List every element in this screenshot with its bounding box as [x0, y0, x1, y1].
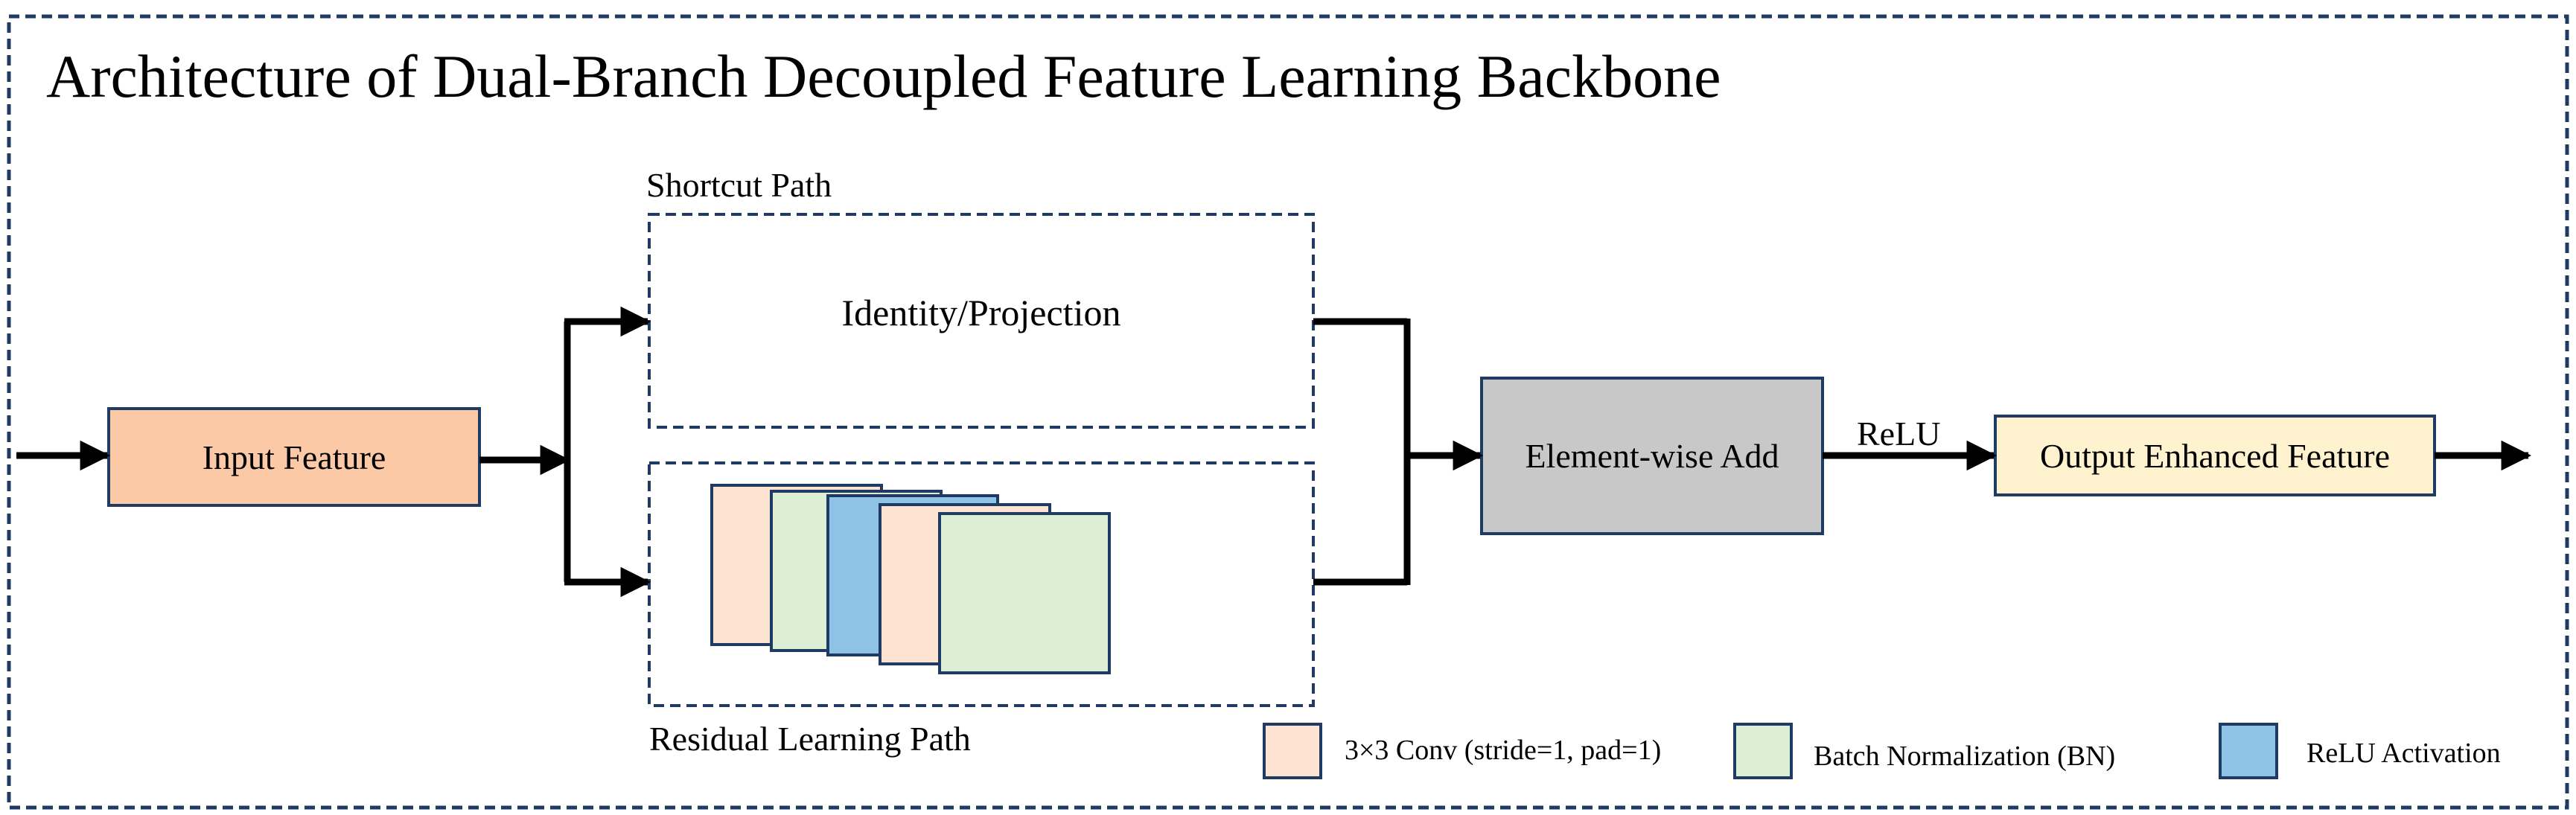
- legend-label-relu: ReLU Activation: [2306, 738, 2501, 769]
- legend-swatch-bn: [1733, 723, 1793, 779]
- legend-label-conv: 3×3 Conv (stride=1, pad=1): [1345, 735, 1662, 766]
- shortcut-path-label: Shortcut Path: [646, 166, 832, 204]
- legend-swatch-relu: [2219, 723, 2278, 779]
- element-wise-add-label: Element-wise Add: [1525, 437, 1779, 475]
- residual-path-label: Residual Learning Path: [649, 720, 971, 758]
- diagram-title: Architecture of Dual-Branch Decoupled Fe…: [46, 42, 1721, 110]
- output-feature-label: Output Enhanced Feature: [2039, 436, 2391, 475]
- legend-swatch-conv: [1263, 723, 1322, 779]
- outer-frame: [7, 14, 2569, 810]
- connectors: [16, 306, 2532, 598]
- output-feature-box: [1994, 415, 2436, 496]
- residual-layer-stack: [710, 484, 1111, 674]
- identity-projection-label: Identity/Projection: [841, 292, 1121, 333]
- input-feature-label: Input Feature: [202, 438, 386, 476]
- relu-edge-label: ReLU: [1857, 415, 1941, 453]
- element-wise-add-box: [1480, 377, 1824, 535]
- legend-label-bn: Batch Normalization (BN): [1814, 741, 2116, 772]
- layer-card-bn-5: [938, 512, 1111, 674]
